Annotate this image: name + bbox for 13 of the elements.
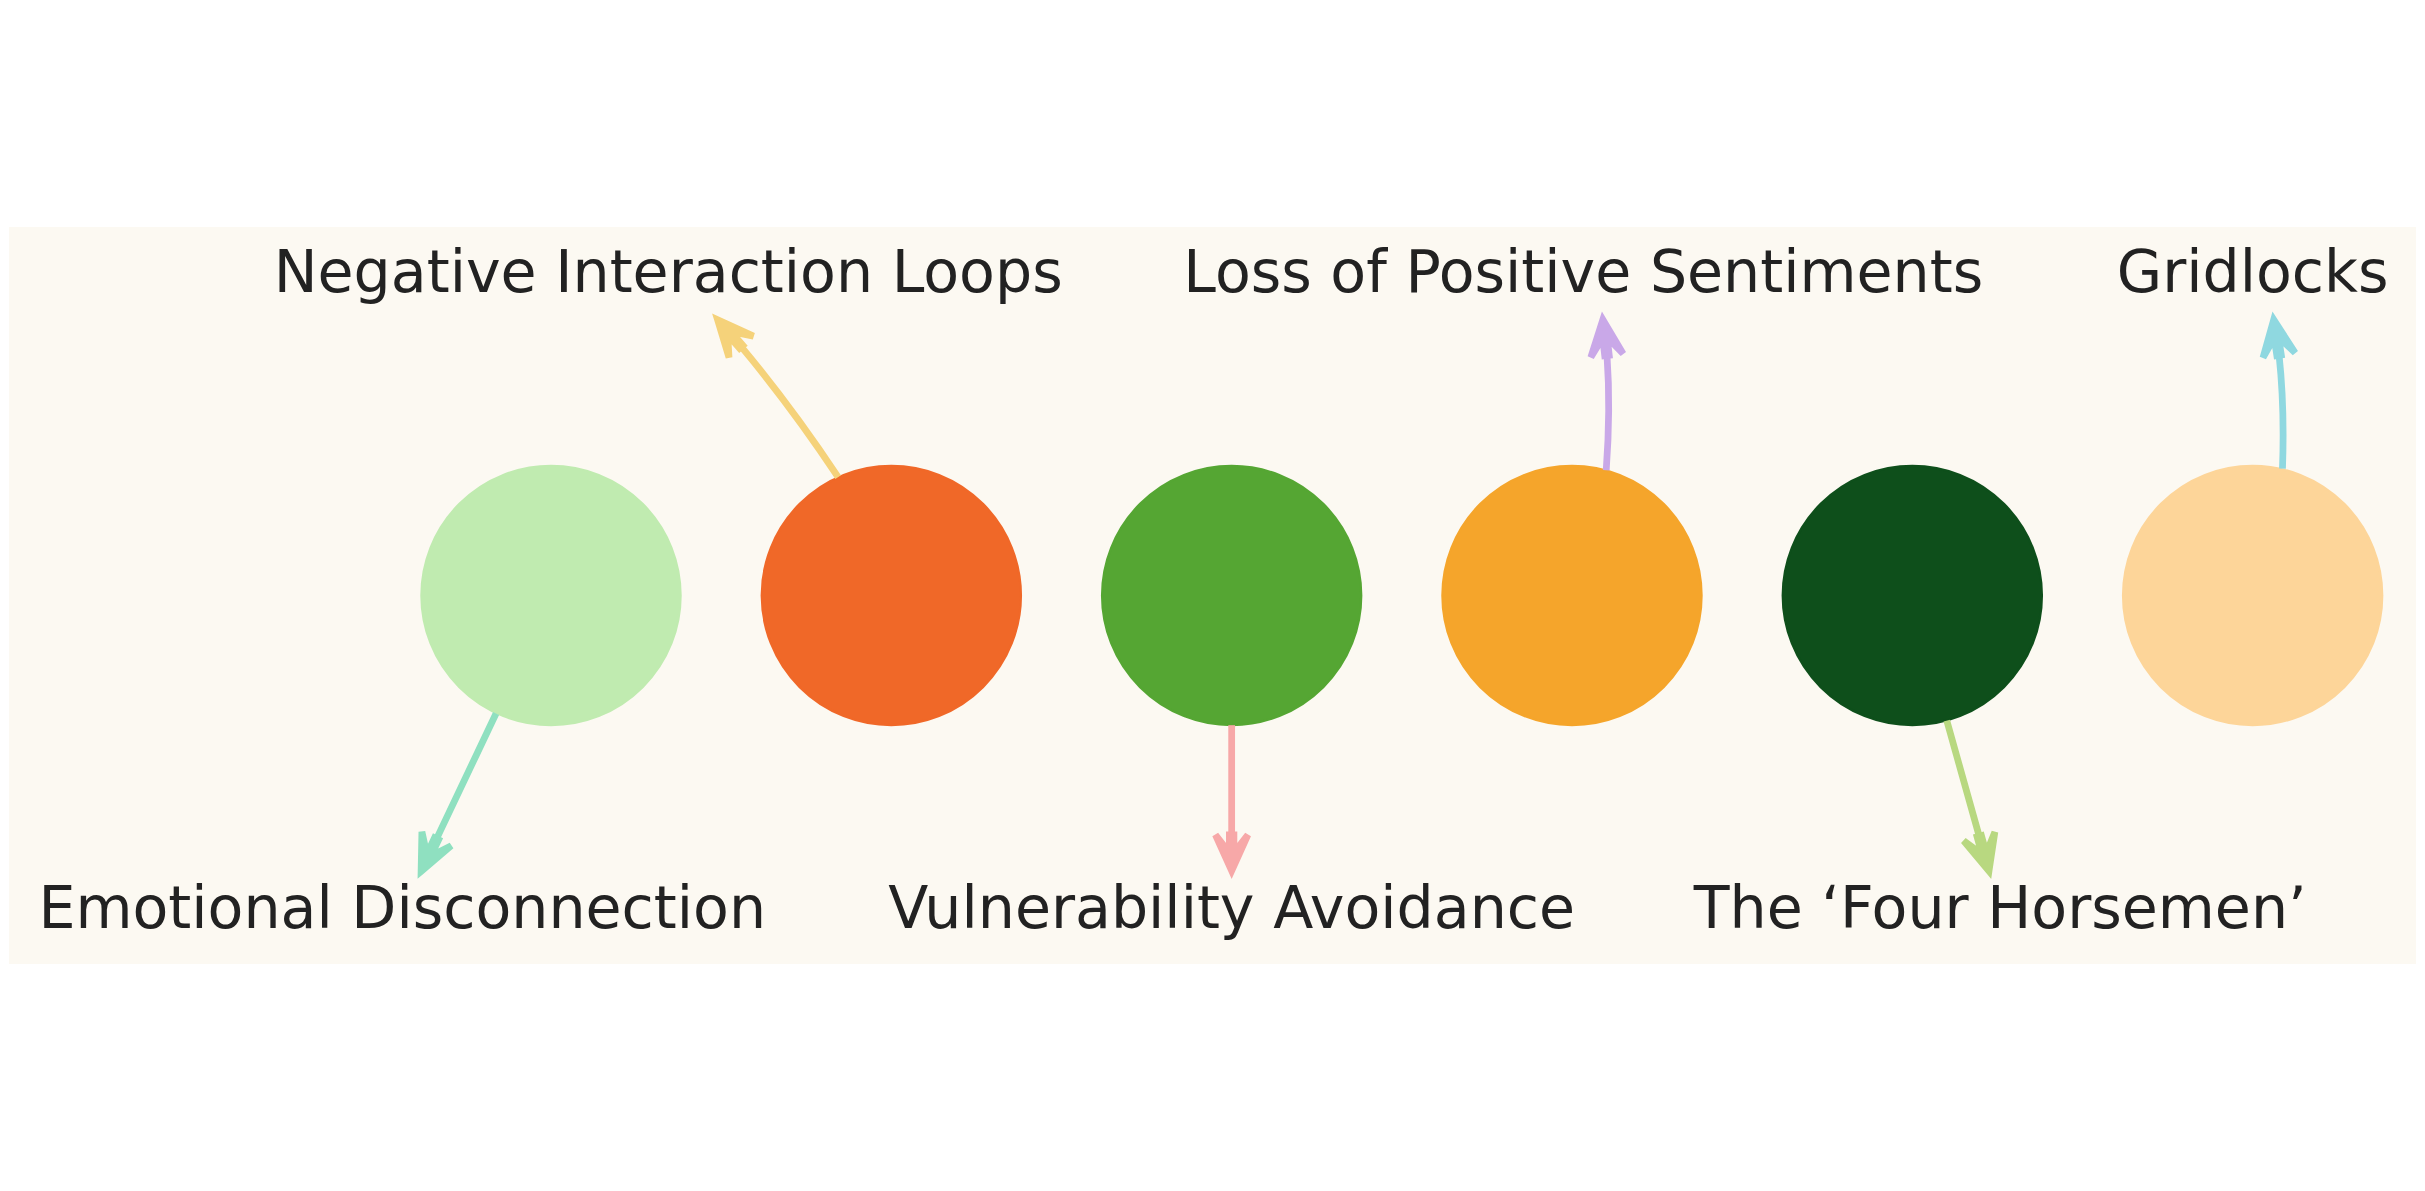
node-circle: [760, 464, 1023, 727]
arrow: [714, 316, 841, 479]
node-text: Gridlocks: [2116, 237, 2389, 306]
node-circle: [1100, 464, 1363, 727]
node-text: Loss of Positive Sentiments: [1183, 237, 1984, 306]
node-circle: [1781, 464, 2044, 727]
node-circle: [1441, 464, 1703, 727]
node-text: Negative Interaction Loops: [273, 237, 1063, 306]
node-text: Emotional Disconnection: [38, 873, 767, 942]
node-circle: [420, 464, 682, 727]
node-text: The ‘Four Horsemen’: [1693, 873, 2307, 942]
node-text: Vulnerability Avoidance: [888, 873, 1576, 942]
node-circle: [2121, 464, 2384, 727]
